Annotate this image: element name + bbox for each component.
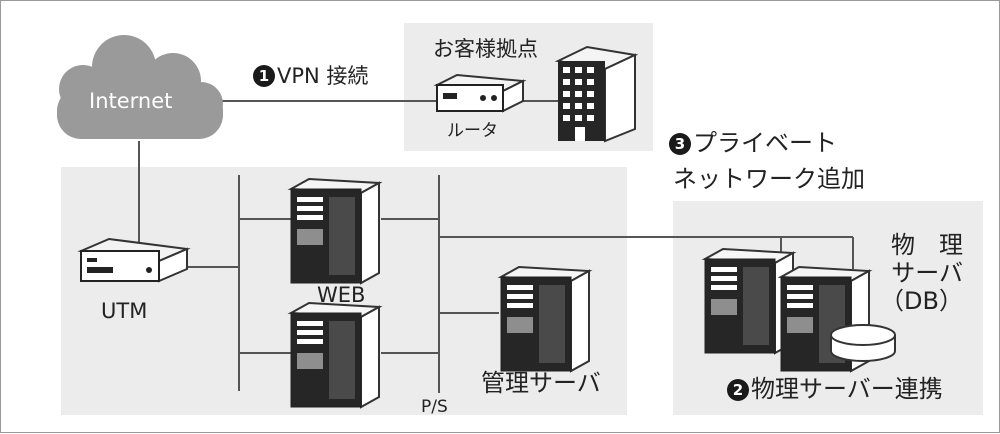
physical-server-link-text: 物理サーバー連携: [751, 375, 943, 403]
private-network-line2: ネットワーク追加: [673, 165, 865, 193]
customer-site-label: お客様拠点: [433, 37, 538, 61]
physical-server-label-line1: 物 理: [891, 231, 963, 259]
private-network-line1: プライベート: [693, 129, 837, 157]
step-1-badge: 1: [253, 65, 275, 87]
step-3-badge: 3: [669, 133, 691, 155]
office-building-icon: [554, 45, 639, 143]
internet-cloud: [57, 35, 223, 139]
ps-label: P/S: [421, 397, 448, 417]
router-label: ルータ: [447, 121, 498, 141]
physical-server-label-line2: サーバ: [891, 259, 963, 287]
vpn-connection-text: VPN 接続: [277, 64, 369, 88]
step-2-badge: 2: [727, 379, 749, 401]
connection-lines: [138, 100, 854, 393]
management-server-icon: [500, 266, 590, 372]
router-icon: [433, 73, 527, 113]
physical-server-icon: [704, 248, 794, 354]
web-server-2-icon: [290, 302, 380, 408]
management-server-label: 管理サーバ: [481, 369, 601, 397]
utm-appliance-icon: [80, 238, 188, 282]
physical-server-label-line3: （DB）: [880, 287, 963, 315]
internet-label: Internet: [89, 89, 173, 113]
web-server-icon: [290, 178, 380, 284]
database-disk-icon: [830, 324, 896, 362]
web-label: WEB: [317, 283, 366, 307]
utm-label: UTM: [101, 299, 148, 323]
